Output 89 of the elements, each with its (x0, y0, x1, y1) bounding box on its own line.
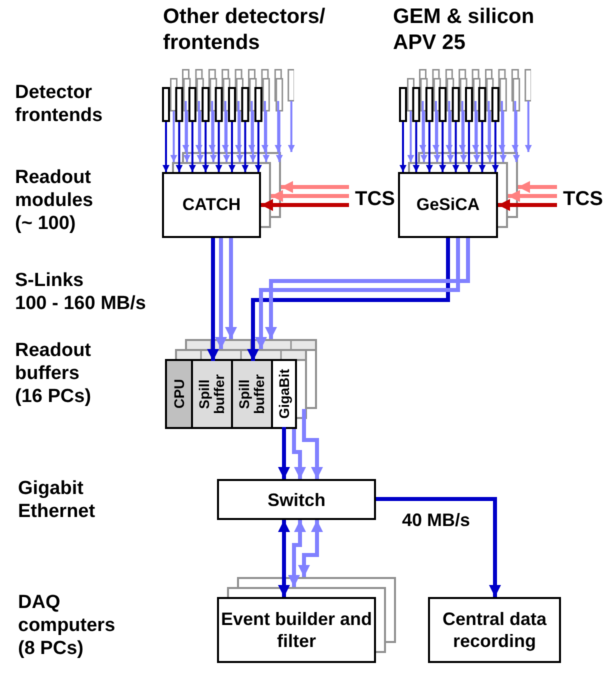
arrow (247, 238, 450, 361)
arrow (222, 101, 229, 152)
row-label: DAQ computers (8 PCs) (18, 591, 116, 660)
arrow (486, 111, 494, 162)
arrow (262, 111, 270, 162)
arrow (485, 101, 492, 152)
arrow (419, 101, 426, 152)
pc-component: Spill buffer (193, 361, 233, 427)
arrow (261, 199, 349, 211)
arrow (452, 122, 460, 172)
arrow (400, 122, 406, 172)
arrow (208, 101, 216, 152)
arrow (524, 101, 532, 152)
row-label: Detector frontends (15, 81, 103, 127)
module-box: Switch (217, 479, 376, 520)
arrow (439, 122, 446, 172)
arrow (215, 122, 222, 172)
arrow (236, 111, 244, 162)
arrow (176, 122, 183, 172)
arrow (466, 122, 472, 172)
arrow (215, 238, 227, 349)
arrow (261, 101, 268, 152)
arrow (228, 122, 236, 172)
arrow (223, 111, 230, 162)
arrow (278, 427, 290, 479)
row-label: Gigabit Ethernet (18, 477, 96, 523)
arrow (281, 181, 349, 193)
arrow (274, 101, 282, 152)
arrow (183, 111, 190, 162)
arrow (182, 101, 190, 152)
arrow (255, 238, 460, 349)
arrow (196, 111, 204, 162)
arrow (248, 101, 256, 152)
arrow (235, 101, 242, 152)
arrow (498, 199, 557, 211)
row-label: Readout buffers (16 PCs) (15, 339, 92, 408)
arrow (207, 238, 219, 361)
arrow (420, 111, 428, 162)
arrow (472, 101, 480, 152)
signal-label: TCS (563, 188, 603, 210)
arrow (188, 122, 196, 172)
arrow (195, 101, 202, 152)
arrow (302, 409, 323, 479)
arrow (288, 520, 306, 587)
frontend-cards-drawing (162, 69, 294, 122)
arrow (407, 111, 414, 162)
column-heading: GEM & silicon APV 25 (393, 4, 534, 56)
arrow (210, 111, 217, 162)
arrow (512, 101, 519, 152)
arrow (276, 111, 283, 162)
arrow (460, 111, 468, 162)
readout-pc-box (165, 359, 297, 429)
arrow (225, 238, 237, 339)
arrow (434, 111, 441, 162)
column-heading: Other detectors/ frontends (163, 4, 326, 56)
arrow (518, 181, 557, 193)
pc-component: Spill buffer (233, 361, 273, 427)
arrow (446, 111, 454, 162)
arrow (512, 111, 520, 162)
arrow (271, 190, 349, 202)
arrow (278, 520, 290, 597)
frontend-cards-drawing (399, 69, 531, 122)
arrow (508, 190, 557, 202)
arrow (242, 122, 249, 172)
module-box: Central data recording (428, 597, 561, 663)
arrow (265, 238, 470, 339)
arrow (426, 122, 433, 172)
arrow (478, 122, 486, 172)
arrow (292, 429, 306, 479)
arrow (446, 101, 453, 152)
row-label: Readout modules (~ 100) (15, 166, 94, 235)
signal-label: TCS (355, 188, 395, 210)
arrow (254, 122, 262, 172)
arrow (498, 101, 506, 152)
arrow (162, 122, 170, 172)
arrow (298, 520, 323, 577)
arrow (500, 111, 507, 162)
arrow (249, 111, 256, 162)
arrow (412, 122, 420, 172)
pc-component: CPU (167, 361, 193, 427)
arrow (202, 122, 210, 172)
arrow (492, 122, 499, 172)
arrow (432, 101, 440, 152)
row-label: S-Links 100 - 160 MB/s (15, 269, 146, 315)
arrow (458, 101, 466, 152)
arrow (288, 101, 295, 152)
arrow (473, 111, 480, 162)
arrow (170, 111, 178, 162)
arrow (376, 497, 501, 597)
